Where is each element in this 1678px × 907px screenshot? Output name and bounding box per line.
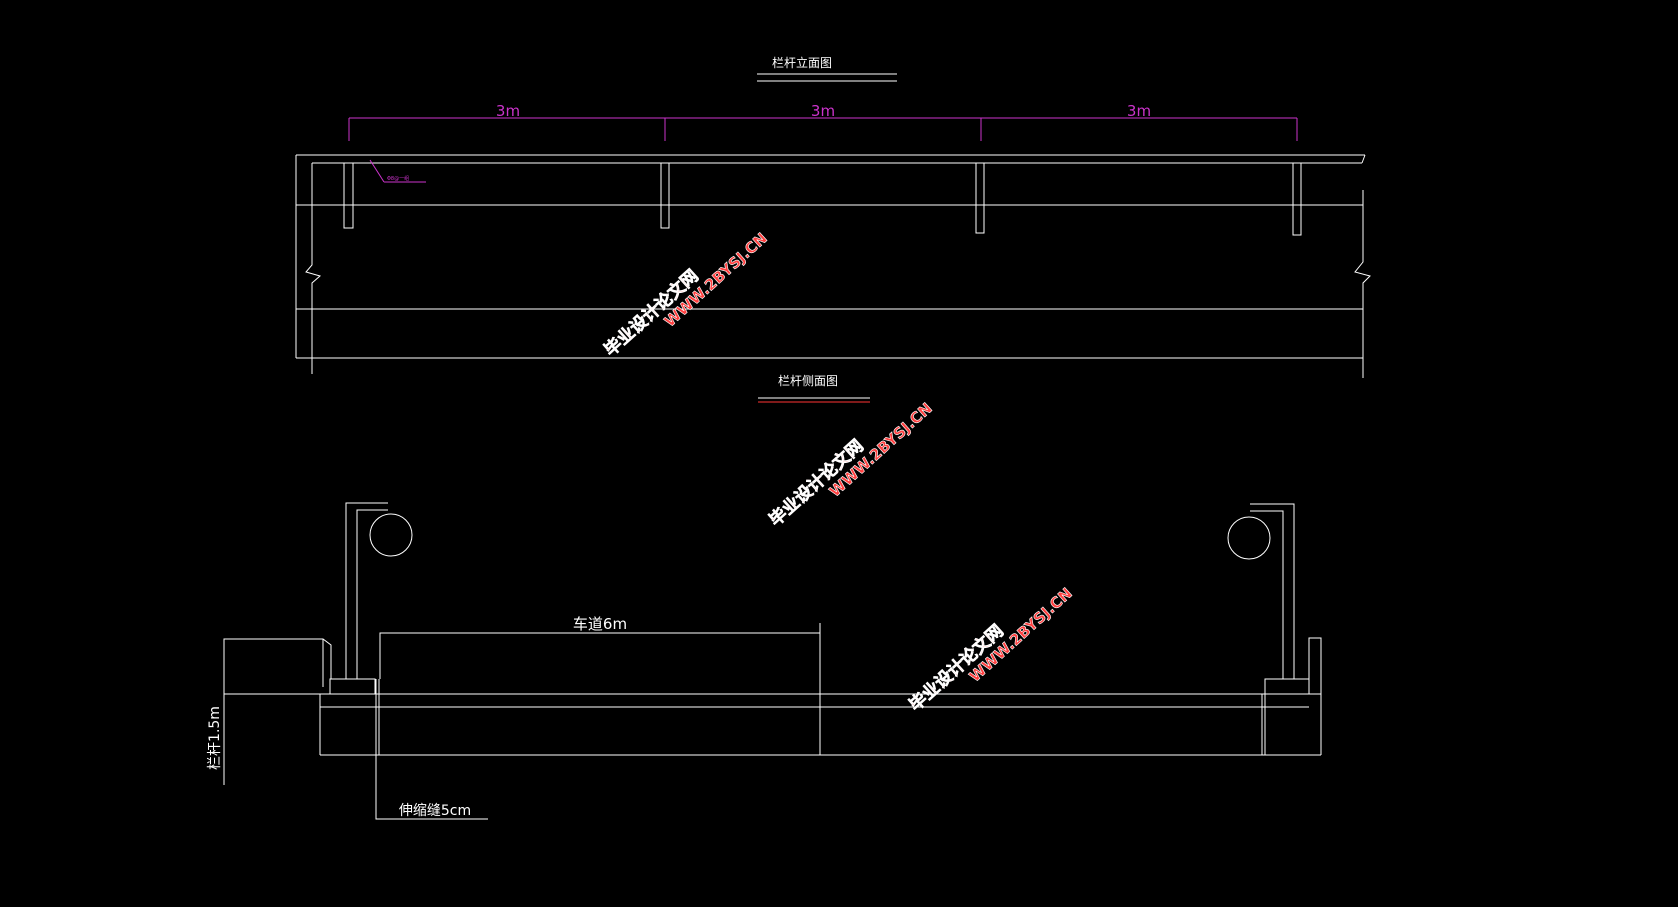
expansion-joint-leader [375,755,488,820]
expansion-joint-label: 伸缩缝5cm [399,803,471,819]
section-title: 栏杆侧面图 [778,373,838,388]
deck-slab [224,623,1321,756]
bridge-deck [295,155,1363,359]
leader-note [369,159,426,183]
railing-height-label: 栏杆1.5m [207,706,223,770]
left-railing-post [345,502,413,679]
span-label-3: 3m [1127,102,1151,120]
roadway-label: 车道6m [573,615,627,633]
right-break-line [1354,190,1371,378]
left-lamp-icon [369,513,413,557]
elevation-view: 栏杆立面图 3m 3m 3m [295,55,1371,378]
elevation-title: 栏杆立面图 [772,55,832,70]
railing-posts [343,163,1302,236]
right-curb [1261,637,1322,755]
watermark-1: 毕业设计论文网 WWW.2BYSJ.CN [600,229,771,361]
roadway-dimension [379,632,820,679]
right-lamp-icon [1227,516,1271,560]
right-railing-post [1227,503,1295,679]
section-view: 栏杆侧面图 [207,373,1322,820]
top-rail [295,154,1366,164]
watermark-3: 毕业设计论文网 WWW.2BYSJ.CN [905,584,1076,716]
span-label-1: 3m [496,102,520,120]
span-dimension [348,117,1298,141]
left-abutment [223,638,380,755]
watermark-2: 毕业设计论文网 WWW.2BYSJ.CN [765,399,936,531]
leader-note-text: Φ8@一组 [387,175,409,182]
left-break-line [305,163,322,374]
span-label-2: 3m [811,102,835,120]
